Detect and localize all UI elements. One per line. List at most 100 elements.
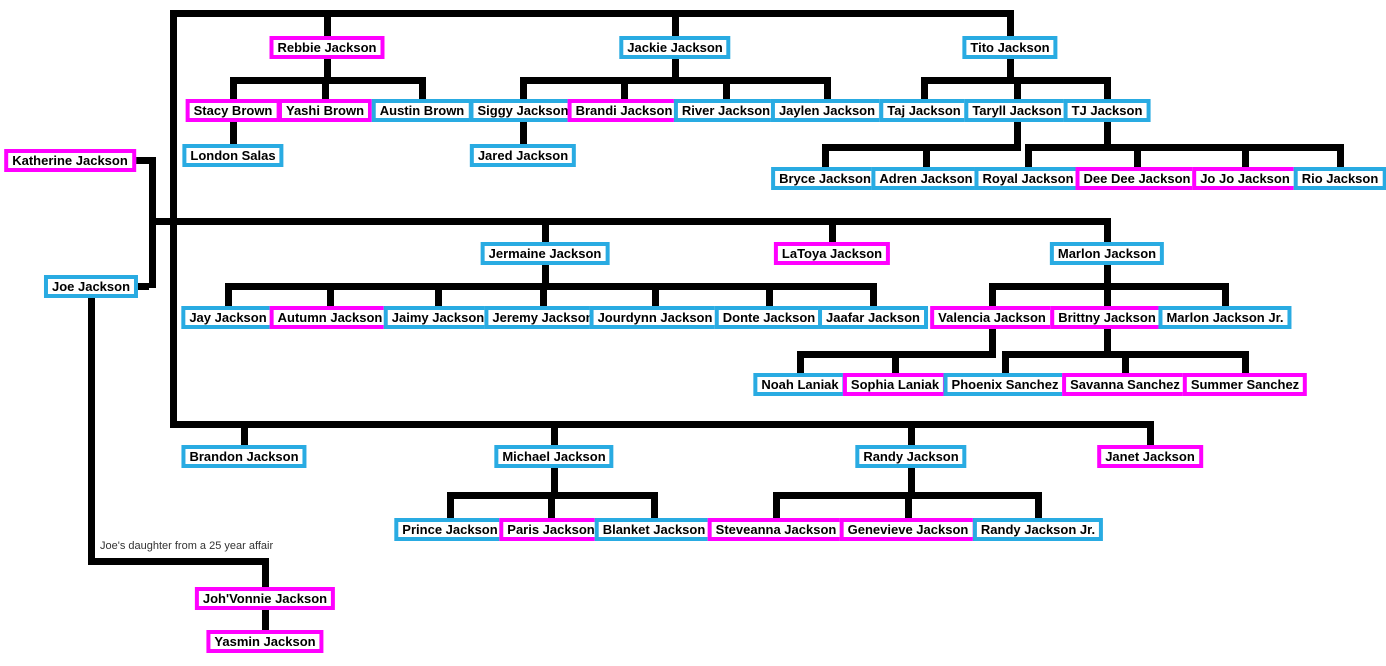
person-box-steveanna-jackson: Steveanna Jackson: [707, 518, 845, 541]
connector-line: [1014, 122, 1021, 144]
connector-line: [1104, 290, 1111, 306]
connector-line: [542, 265, 549, 283]
person-box-london-salas: London Salas: [182, 144, 284, 167]
connector-line: [230, 84, 237, 99]
person-box-rebbie-jackson: Rebbie Jackson: [269, 36, 385, 59]
connector-line: [773, 499, 780, 518]
person-box-summer-sanchez: Summer Sanchez: [1182, 373, 1308, 396]
person-box-brittny-jackson: Brittny Jackson: [1050, 306, 1164, 329]
person-box-rio-jackson: Rio Jackson: [1293, 167, 1386, 190]
connector-line: [447, 492, 658, 499]
person-box-brandon-jackson: Brandon Jackson: [181, 445, 307, 468]
person-box-janet-jackson: Janet Jackson: [1097, 445, 1203, 468]
person-box-randy-jackson-jr-: Randy Jackson Jr.: [972, 518, 1104, 541]
connector-line: [822, 144, 1021, 151]
person-box-taj-jackson: Taj Jackson: [879, 99, 969, 122]
person-box-royal-jackson: Royal Jackson: [974, 167, 1082, 190]
connector-line: [520, 84, 527, 99]
person-box-marlon-jackson-jr-: Marlon Jackson Jr.: [1158, 306, 1292, 329]
person-box-blanket-jackson: Blanket Jackson: [594, 518, 714, 541]
person-box-yasmin-jackson: Yasmin Jackson: [206, 630, 324, 653]
person-box-tj-jackson: TJ Jackson: [1063, 99, 1151, 122]
person-box-brandi-jackson: Brandi Jackson: [567, 99, 681, 122]
connector-line: [88, 298, 95, 565]
person-box-siggy-jackson: Siggy Jackson: [469, 99, 577, 122]
connector-line: [870, 290, 877, 306]
connector-line: [132, 157, 149, 164]
person-box-jourdynn-jackson: Jourdynn Jackson: [589, 306, 721, 329]
connector-line: [905, 499, 912, 518]
connector-line: [133, 283, 149, 290]
connector-line: [88, 558, 269, 565]
connector-line: [989, 283, 1229, 290]
person-box-genevieve-jackson: Genevieve Jackson: [839, 518, 977, 541]
person-box-marlon-jackson: Marlon Jackson: [1049, 242, 1165, 265]
connector-line: [822, 151, 829, 167]
connector-line: [1025, 144, 1344, 151]
person-box-autumn-jackson: Autumn Jackson: [269, 306, 391, 329]
connector-line: [149, 218, 1111, 225]
connector-line: [1025, 151, 1032, 167]
person-box-sophia-laniak: Sophia Laniak: [842, 373, 948, 396]
person-box-latoya-jackson: LaToya Jackson: [773, 242, 891, 265]
connector-line: [989, 329, 996, 351]
person-box-prince-jackson: Prince Jackson: [394, 518, 506, 541]
connector-line: [551, 428, 558, 445]
connector-line: [230, 122, 237, 144]
person-box-jared-jackson: Jared Jackson: [469, 144, 577, 167]
person-box-phoenix-sanchez: Phoenix Sanchez: [943, 373, 1067, 396]
connector-line: [1242, 358, 1249, 373]
affair-annotation: Joe's daughter from a 25 year affair: [100, 540, 274, 552]
connector-line: [651, 499, 658, 518]
person-box-adren-jackson: Adren Jackson: [871, 167, 981, 190]
connector-line: [225, 290, 232, 306]
connector-line: [923, 151, 930, 167]
person-box-jackie-jackson: Jackie Jackson: [619, 36, 731, 59]
connector-line: [1007, 59, 1014, 77]
connector-line: [520, 77, 831, 84]
connector-line: [1104, 122, 1111, 144]
connector-line: [324, 17, 331, 36]
connector-line: [170, 421, 1154, 428]
person-box-donte-jackson: Donte Jackson: [714, 306, 824, 329]
connector-line: [262, 610, 269, 630]
connector-line: [1134, 151, 1141, 167]
connector-line: [797, 351, 996, 358]
connector-line: [1242, 151, 1249, 167]
connector-line: [322, 84, 329, 99]
person-box-noah-laniak: Noah Laniak: [753, 373, 847, 396]
person-box-jeremy-jackson: Jeremy Jackson: [484, 306, 602, 329]
connector-line: [797, 358, 804, 373]
connector-line: [548, 499, 555, 518]
person-box-dee-dee-jackson: Dee Dee Jackson: [1075, 167, 1199, 190]
connector-line: [540, 290, 547, 306]
person-box-bryce-jackson: Bryce Jackson: [771, 167, 879, 190]
person-box-tito-jackson: Tito Jackson: [962, 36, 1058, 59]
connector-line: [908, 428, 915, 445]
connector-line: [1337, 151, 1344, 167]
person-box-joe-jackson: Joe Jackson: [43, 275, 139, 298]
person-box-yashi-brown: Yashi Brown: [277, 99, 373, 122]
connector-line: [1014, 84, 1021, 99]
connector-line: [652, 290, 659, 306]
connector-line: [908, 468, 915, 492]
connector-line: [1002, 358, 1009, 373]
person-box-jaimy-jackson: Jaimy Jackson: [383, 306, 493, 329]
person-box-jo-jo-jackson: Jo Jo Jackson: [1192, 167, 1298, 190]
connector-line: [1007, 17, 1014, 36]
person-box-taryll-jackson: Taryll Jackson: [964, 99, 1070, 122]
person-box-savanna-sanchez: Savanna Sanchez: [1062, 373, 1188, 396]
person-box-jay-jackson: Jay Jackson: [181, 306, 275, 329]
connector-line: [672, 17, 679, 36]
connector-line: [672, 59, 679, 77]
connector-line: [892, 358, 899, 373]
connector-line: [324, 59, 331, 77]
person-box-jermaine-jackson: Jermaine Jackson: [480, 242, 610, 265]
person-box-stacy-brown: Stacy Brown: [185, 99, 281, 122]
person-box-katherine-jackson: Katherine Jackson: [4, 149, 136, 172]
person-box-randy-jackson: Randy Jackson: [855, 445, 967, 468]
connector-line: [447, 499, 454, 518]
connector-line: [1147, 428, 1154, 445]
connector-line: [989, 290, 996, 306]
